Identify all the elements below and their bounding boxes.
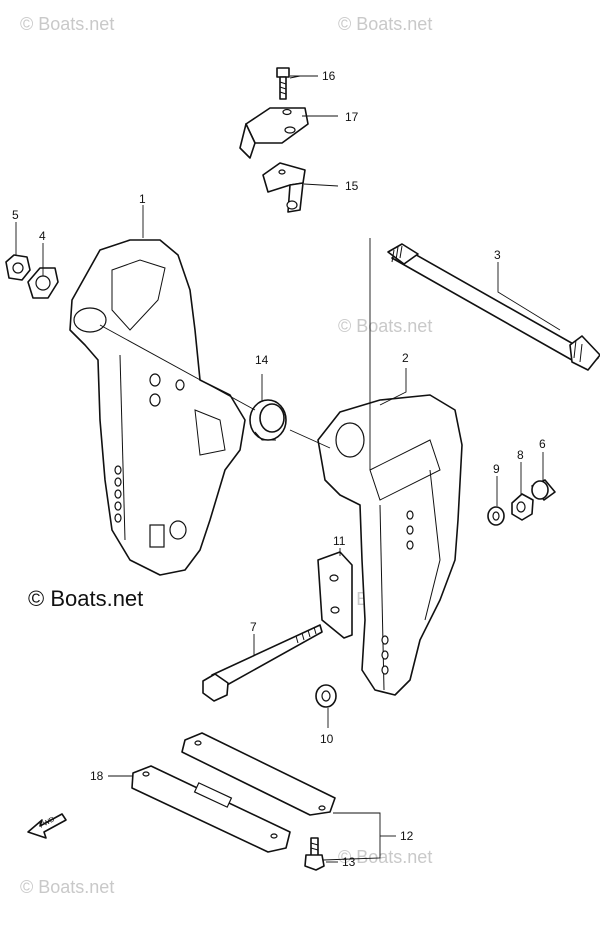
watermark: © Boats.net xyxy=(338,847,432,867)
callout-10: 10 xyxy=(320,732,334,746)
leader-lines xyxy=(15,75,561,863)
callout-6: 6 xyxy=(539,437,546,451)
watermark: © Boats.net xyxy=(338,316,432,336)
part-2-clamp-bracket xyxy=(317,394,463,696)
watermark: © Boats.net xyxy=(338,14,432,34)
callout-17: 17 xyxy=(345,110,359,124)
watermark: © Boats.net xyxy=(20,877,114,897)
part-16-bolt xyxy=(276,67,290,100)
callout-11: 11 xyxy=(333,534,346,548)
part-15-bracket xyxy=(262,162,306,213)
callout-7: 7 xyxy=(250,620,257,634)
callout-labels: 1 2 3 4 5 6 7 8 9 10 11 12 13 14 15 16 1… xyxy=(12,69,546,869)
part-6-sleeve xyxy=(531,479,556,501)
part-10-washer xyxy=(315,684,337,708)
part-7-bolt xyxy=(202,624,323,702)
callout-14: 14 xyxy=(255,353,269,367)
part-12-plate-upper xyxy=(181,732,336,816)
part-18-plate-lower xyxy=(131,765,291,853)
part-3-shaft xyxy=(387,243,600,371)
part-4-washer xyxy=(27,267,59,299)
part-13-screw xyxy=(304,837,325,871)
watermark: © Boats.net xyxy=(20,14,114,34)
callout-3: 3 xyxy=(494,248,501,262)
callout-15: 15 xyxy=(345,179,359,193)
part-9-washer xyxy=(487,506,505,526)
callout-9: 9 xyxy=(493,462,500,476)
callout-2: 2 xyxy=(402,351,409,365)
part-14-bushing xyxy=(249,399,287,441)
fwd-arrow-icon: FWD xyxy=(27,813,67,839)
part-1-clamp-bracket xyxy=(69,239,246,576)
main-watermark: © Boats.net xyxy=(28,586,143,611)
callout-4: 4 xyxy=(39,229,46,243)
callout-12: 12 xyxy=(400,829,414,843)
part-11-plate xyxy=(317,551,353,639)
callout-1: 1 xyxy=(139,192,146,206)
callout-5: 5 xyxy=(12,208,19,222)
callout-13: 13 xyxy=(342,855,356,869)
part-8-nut xyxy=(511,493,534,521)
callout-16: 16 xyxy=(322,69,336,83)
part-5-nut xyxy=(5,254,31,281)
part-17-plate xyxy=(239,107,309,159)
callout-18: 18 xyxy=(90,769,104,783)
callout-8: 8 xyxy=(517,448,524,462)
